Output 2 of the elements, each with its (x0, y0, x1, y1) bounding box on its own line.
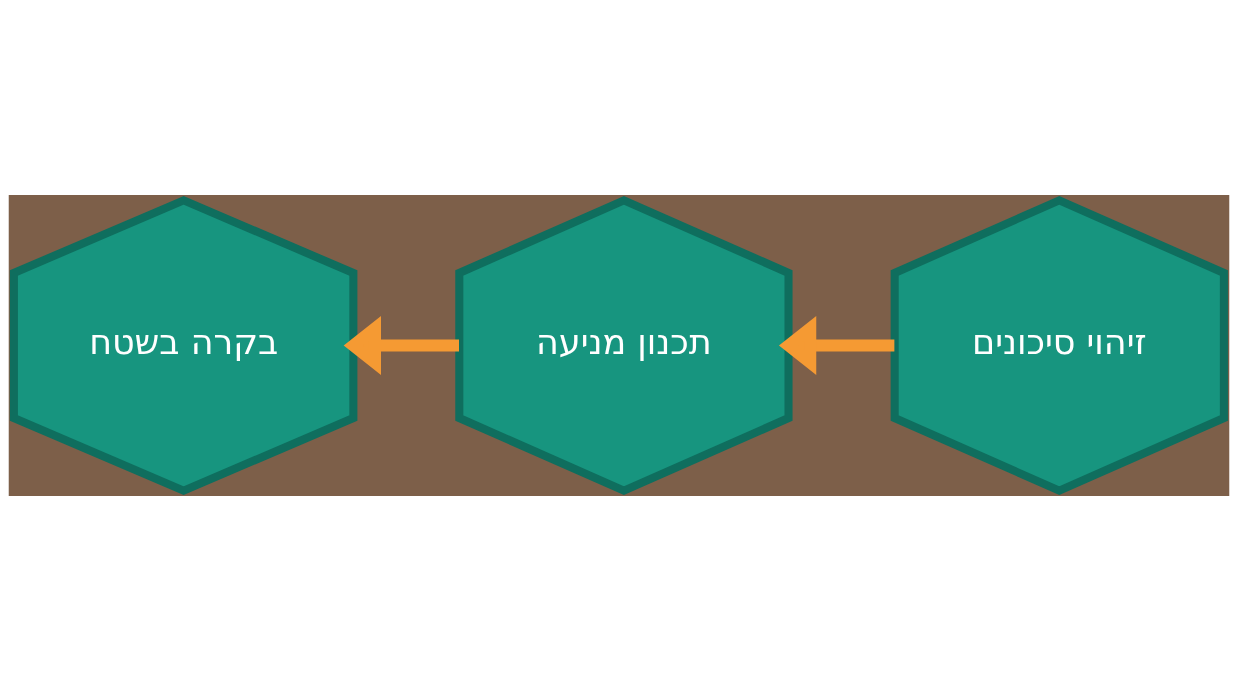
arrow (778, 316, 895, 375)
arrow (343, 316, 459, 375)
